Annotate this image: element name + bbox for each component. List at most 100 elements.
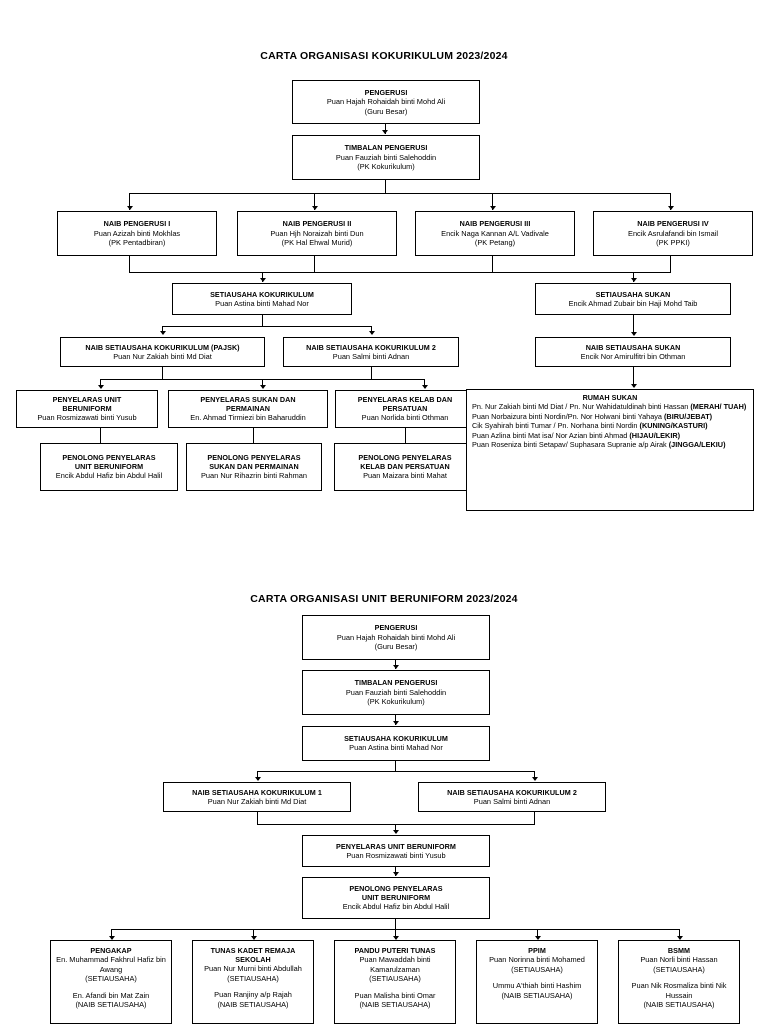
node-name: Puan Nur Rihazrin binti Rahman xyxy=(201,471,307,481)
chart2-node-penolong-penyelaras-unit-beruniform[interactable]: PENOLONG PENYELARAS UNIT BERUNIFORM Enci… xyxy=(302,877,490,919)
connector-c2-merge-drop xyxy=(395,824,397,833)
chart1-node-pengerusi[interactable]: PENGERUSI Puan Hajah Rohaidah binti Mohd… xyxy=(292,80,480,124)
connector-c2-naibsu2-drop xyxy=(534,771,536,780)
chart2-node-pengerusi[interactable]: PENGERUSI Puan Hajah Rohaidah binti Mohd… xyxy=(302,615,490,660)
node-name: Puan Maizara binti Mahat xyxy=(363,471,447,481)
chart1-node-naib-pengerusi-3[interactable]: NAIB PENGERUSI III Encik Naga Kannan A/L… xyxy=(415,211,575,256)
connector-c2-unit-drop-2 xyxy=(395,929,397,939)
chart1-node-penolong-penyelaras-unit-beruniform[interactable]: PENOLONG PENYELARAS UNIT BERUNIFORM Enci… xyxy=(40,443,178,491)
arrow-down-icon xyxy=(108,936,115,940)
rumah-sukan-entry-names: Puan Azlina binti Mat isa/ Nor Azian bin… xyxy=(472,430,630,440)
chart1-node-naib-pengerusi-2[interactable]: NAIB PENGERUSI II Puan Hjh Noraizah bint… xyxy=(237,211,397,256)
node-name: Encik Abdul Hafiz bin Abdul Halil xyxy=(55,471,163,481)
connector-su-sukan-stem xyxy=(633,315,635,335)
node-name: Puan Hajah Rohaidah binti Mohd Ali xyxy=(336,632,456,642)
arrow-down-icon xyxy=(250,936,257,940)
connector-su-sukan-drop xyxy=(633,272,635,282)
unit-setiausaha-name: Puan Norinna binti Mohamed xyxy=(489,955,585,965)
unit-setiausaha-name: Puan Nur Murni binti Abdullah xyxy=(204,964,302,974)
chart1-node-setiausaha-kokurikulum[interactable]: SETIAUSAHA KOKURIKULUM Puan Astina binti… xyxy=(172,283,352,315)
rumah-sukan-entry: Puan Azlina binti Mat isa/ Nor Azian bin… xyxy=(472,431,748,440)
chart1-node-naib-su-kokurikulum-pajsk[interactable]: NAIB SETIAUSAHA KOKURIKULUM (PAJSK) Puan… xyxy=(60,337,265,367)
chart2-node-penyelaras-unit-beruniform[interactable]: PENYELARAS UNIT BERUNIFORM Puan Rosmizaw… xyxy=(302,835,490,867)
chart2-node-setiausaha-kokurikulum[interactable]: SETIAUSAHA KOKURIKULUM Puan Astina binti… xyxy=(302,726,490,761)
unit-setiausaha-name: Puan Mawaddah binti Kamarulzaman xyxy=(359,955,431,974)
node-title-line1: PENOLONG PENYELARAS xyxy=(349,884,443,894)
node-title-line1: PENOLONG PENYELARAS xyxy=(207,453,301,463)
connector-c2-unit-drop-3 xyxy=(537,929,539,939)
connector-pp-sp xyxy=(253,428,255,443)
rumah-sukan-entries: Pn. Nur Zakiah binti Md Diat / Pn. Nur W… xyxy=(472,402,748,449)
connector-c2-unit-drop-0 xyxy=(111,929,113,939)
connector-su-kok-stem xyxy=(262,315,264,327)
unit-naib-role: (NAIB SETIAUSAHA) xyxy=(359,1000,431,1010)
node-title: TIMBALAN PENGERUSI xyxy=(354,678,438,688)
arrow-down-icon xyxy=(667,206,674,210)
unit-title: BSMM xyxy=(667,946,691,955)
chart1-node-naib-pengerusi-1[interactable]: NAIB PENGERUSI I Puan Azizah binti Mokhl… xyxy=(57,211,217,256)
arrow-down-icon xyxy=(382,130,388,134)
unit-title-line2: SEKOLAH xyxy=(235,955,271,965)
node-name: Puan Salmi binti Adnan xyxy=(332,351,410,361)
connector-naib4-drop xyxy=(670,193,672,210)
chart1-node-penyelaras-sukan-permainan[interactable]: PENYELARAS SUKAN DAN PERMAINAN En. Ahmad… xyxy=(168,390,328,428)
unit-naib-role: (NAIB SETIAUSAHA) xyxy=(501,990,573,1000)
node-name: Puan Hjh Noraizah binti Dun xyxy=(270,228,364,238)
arrow-down-icon xyxy=(676,936,683,940)
chart1-node-penyelaras-kelab-persatuan[interactable]: PENYELARAS KELAB DAN PERSATUAN Puan Norl… xyxy=(335,390,475,428)
connector-timbalan-stem xyxy=(385,180,387,194)
chart1-node-naib-su-kokurikulum-2[interactable]: NAIB SETIAUSAHA KOKURIKULUM 2 Puan Salmi… xyxy=(283,337,459,367)
rumah-sukan-entry-house: (BIRU/JEBAT) xyxy=(664,411,713,421)
node-role: (PK Hal Ehwal Murid) xyxy=(281,238,353,248)
chart1-node-naib-pengerusi-4[interactable]: NAIB PENGERUSI IV Encik Asrulafandi bin … xyxy=(593,211,753,256)
node-title-line1: PENOLONG PENYELARAS xyxy=(62,453,156,463)
node-name: Puan Rosmizawati binti Yusub xyxy=(346,850,446,860)
connector-setiausaha-bus xyxy=(129,272,671,274)
chart1-node-naib-su-sukan[interactable]: NAIB SETIAUSAHA SUKAN Encik Nor Amirulfi… xyxy=(535,337,731,367)
unit-naib-name: En. Afandi bin Mat Zain xyxy=(72,990,150,1000)
node-title: SETIAUSAHA SUKAN xyxy=(595,289,671,299)
node-name: Encik Abdul Hafiz bin Abdul Halil xyxy=(342,902,450,912)
chart2-node-naib-su-kokurikulum-2[interactable]: NAIB SETIAUSAHA KOKURIKULUM 2 Puan Salmi… xyxy=(418,782,606,812)
connector-c2-unit-drop-1 xyxy=(253,929,255,939)
arrow-down-icon xyxy=(630,278,637,282)
chart1-node-timbalan-pengerusi[interactable]: TIMBALAN PENGERUSI Puan Fauziah binti Sa… xyxy=(292,135,480,180)
chart1-node-penolong-penyelaras-sukan-permainan[interactable]: PENOLONG PENYELARAS SUKAN DAN PERMAINAN … xyxy=(186,443,322,491)
arrow-down-icon xyxy=(630,332,637,336)
node-role: (PK Kokurikulum) xyxy=(367,697,425,707)
node-title: PENGERUSI xyxy=(364,87,408,97)
chart1-node-penolong-penyelaras-kelab-persatuan[interactable]: PENOLONG PENYELARAS KELAB DAN PERSATUAN … xyxy=(334,443,476,491)
connector-naib4-out xyxy=(670,256,672,273)
arrow-down-icon xyxy=(489,206,496,210)
node-title: NAIB PENGERUSI II xyxy=(282,219,352,229)
connector-penyelaras-ub-drop xyxy=(100,379,102,388)
chart2-title: CARTA ORGANISASI UNIT BERUNIFORM 2023/20… xyxy=(250,593,518,605)
node-title: NAIB SETIAUSAHA KOKURIKULUM (PAJSK) xyxy=(85,342,240,352)
unit-naib-name: Puan Nik Rosmaliza binti Nik Hussain xyxy=(631,981,727,1000)
arrow-down-icon xyxy=(534,936,541,940)
connector-naibsu-sukan-out xyxy=(633,367,635,387)
connector-c2-naibsu1-out xyxy=(257,812,259,825)
connector-c2-penyelaras-out xyxy=(395,867,397,876)
node-name: Puan Salmi binti Adnan xyxy=(473,796,551,806)
connector-c2-naibsu-bus xyxy=(257,771,535,773)
chart2-node-naib-su-kokurikulum-1[interactable]: NAIB SETIAUSAHA KOKURIKULUM 1 Puan Nur Z… xyxy=(163,782,351,812)
rumah-sukan-entry: Cik Syahirah binti Tumar / Pn. Norhana b… xyxy=(472,421,748,430)
arrow-down-icon xyxy=(531,777,538,781)
chart1-node-rumah-sukan[interactable]: RUMAH SUKAN Pn. Nur Zakiah binti Md Diat… xyxy=(466,389,754,511)
connector-c2-pengerusi-timbalan xyxy=(395,660,397,669)
node-role: (Guru Besar) xyxy=(374,642,418,652)
node-title: TIMBALAN PENGERUSI xyxy=(344,143,428,153)
node-role: (PK PPKI) xyxy=(656,238,690,248)
chart1-node-setiausaha-sukan[interactable]: SETIAUSAHA SUKAN Encik Ahmad Zubair bin … xyxy=(535,283,731,315)
arrow-down-icon xyxy=(368,331,375,335)
chart2-node-timbalan-pengerusi[interactable]: TIMBALAN PENGERUSI Puan Fauziah binti Sa… xyxy=(302,670,490,715)
chart1-node-penyelaras-unit-beruniform[interactable]: PENYELARAS UNIT BERUNIFORM Puan Rosmizaw… xyxy=(16,390,158,428)
connector-c2-timbalan-su xyxy=(395,715,397,725)
node-name: Puan Nur Zakiah binti Md Diat xyxy=(113,351,212,361)
